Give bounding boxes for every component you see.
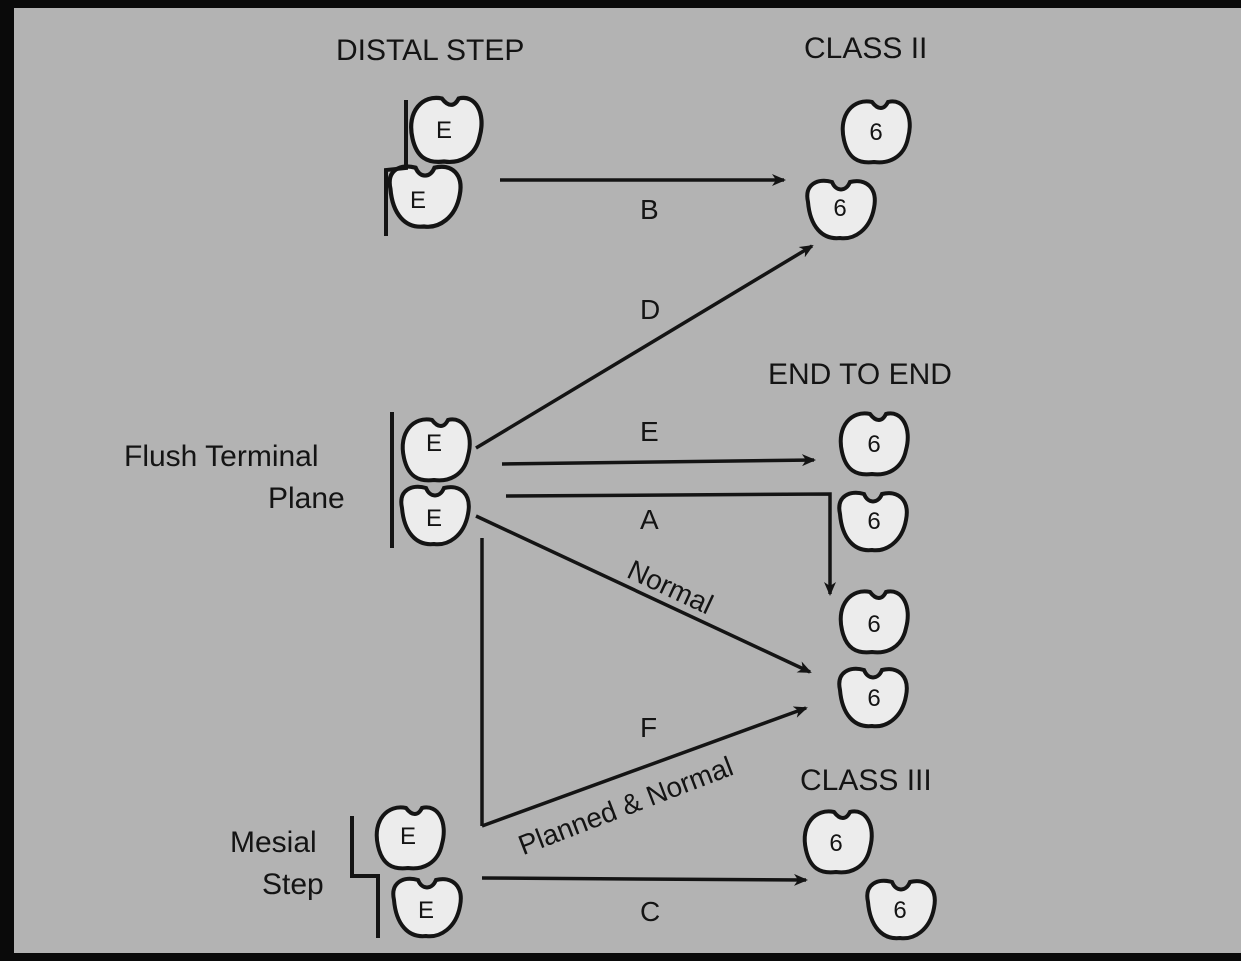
distal-step-line xyxy=(384,100,408,236)
tooth-label: E xyxy=(436,117,452,144)
tooth-label: 6 xyxy=(833,195,846,222)
path-label-f: F xyxy=(640,712,658,743)
tooth-label: E xyxy=(426,430,442,457)
arrow-normal xyxy=(475,514,812,674)
arrow-c xyxy=(481,873,808,886)
heading-class-ii: CLASS II xyxy=(804,32,928,65)
label-mesial: Mesial xyxy=(230,826,317,859)
arrow-planned-normal xyxy=(481,706,808,828)
arrow-e xyxy=(501,454,816,467)
tooth-label: E xyxy=(418,897,434,924)
tooth-label: 6 xyxy=(867,508,880,535)
tooth-label: E xyxy=(410,187,426,214)
heading-end-to-end: END TO END xyxy=(768,358,952,391)
tooth-label: 6 xyxy=(893,897,906,924)
tooth-label: 6 xyxy=(867,431,880,458)
arrow-d xyxy=(475,244,814,450)
path-label-b: B xyxy=(640,194,659,225)
figure-frame: E E E E E E 6 6 6 6 6 6 6 6 DISTAL STEP … xyxy=(14,8,1241,953)
tooth-label: E xyxy=(400,823,416,850)
path-label-d: D xyxy=(640,294,661,325)
tooth-label: E xyxy=(426,505,442,532)
label-flush-terminal: Flush Terminal xyxy=(124,440,319,473)
tooth-label: 6 xyxy=(867,685,880,712)
heading-class-iii: CLASS III xyxy=(800,764,932,797)
label-plane: Plane xyxy=(268,482,345,515)
path-label-c: C xyxy=(640,896,661,927)
tooth-label: 6 xyxy=(829,830,842,857)
path-label-e: E xyxy=(640,416,659,447)
tooth-label: 6 xyxy=(867,611,880,638)
mesial-step-line xyxy=(350,816,380,938)
heading-distal-step: DISTAL STEP xyxy=(336,34,525,67)
label-step: Step xyxy=(262,868,324,901)
path-label-a: A xyxy=(640,504,659,535)
molar-relationship-diagram: E E E E E E 6 6 6 6 6 6 6 6 xyxy=(350,8,937,941)
arrow-a xyxy=(505,492,836,596)
tooth-label: 6 xyxy=(869,119,882,146)
